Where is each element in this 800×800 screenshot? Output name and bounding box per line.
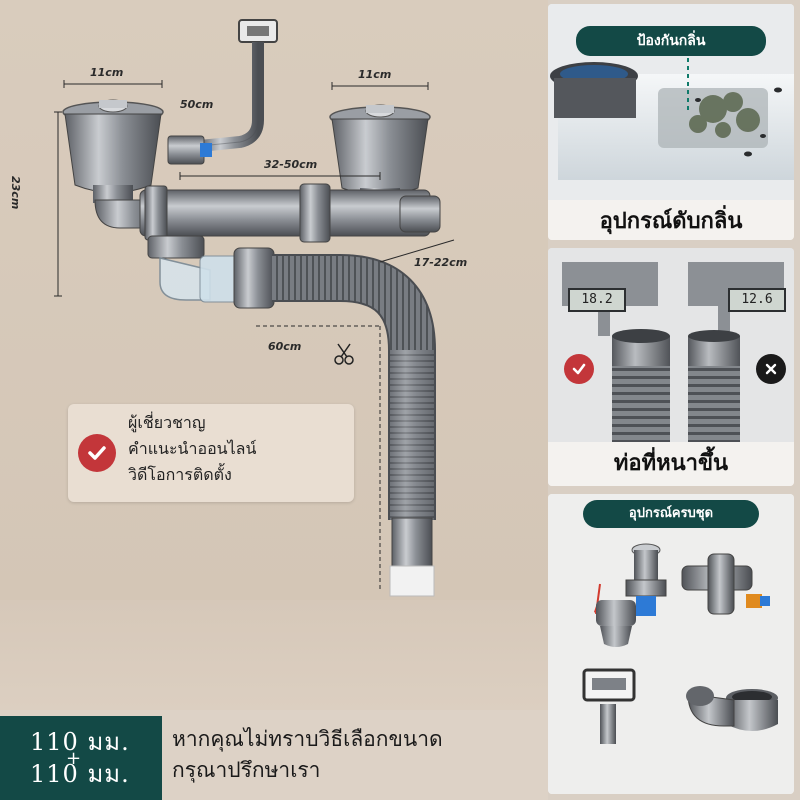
thicker-pipe-panel: 18.2 12.6 ท่อที่หนาขึ้น — [548, 248, 794, 486]
scissors-icon — [334, 343, 354, 365]
check-icon — [564, 354, 594, 384]
caliper-reading-good: 18.2 — [568, 288, 626, 312]
overflow-tube — [199, 42, 264, 152]
counter-surface — [0, 600, 548, 710]
dim-span: 32-50cm — [264, 158, 318, 171]
kit-overflow-plate — [582, 668, 636, 744]
product-scene: 11cm 11cm 50cm 23cm 32-50cm 17-22cm 60cm… — [0, 0, 548, 710]
kit-elbow-trap — [686, 686, 778, 731]
tip-line-install-video: วิดีโอการติดตั้ง — [128, 465, 232, 484]
odor-device-caption: อุปกรณ์ดับกลิ่น — [548, 200, 794, 240]
size-line-1: 110 มม. — [30, 728, 130, 756]
tip-line-online-advice: คำแนะนำออนไลน์ — [128, 439, 257, 458]
size-advice: หากคุณไม่ทราบวิธีเลือกขนาด กรุณาปรึกษาเร… — [172, 724, 443, 786]
tip-line-expert: ผู้เชี่ยวชาญ — [128, 413, 206, 432]
expert-tip-box: ผู้เชี่ยวชาญ คำแนะนำออนไลน์ วิดีโอการติด… — [68, 404, 354, 502]
kit-strainer-part — [594, 543, 667, 647]
cross-icon — [756, 354, 786, 384]
dim-height: 23cm — [9, 176, 22, 210]
dim-hose-length: 60cm — [268, 340, 302, 353]
check-icon — [78, 434, 116, 472]
advice-line-2: กรุณาปรึกษาเรา — [172, 758, 321, 782]
sink-drain-diagram — [54, 19, 455, 597]
dim-overflow-length: 50cm — [180, 98, 214, 111]
dim-depth: 17-22cm — [414, 256, 468, 269]
connecting-pipe — [139, 189, 431, 237]
dim-right-width: 11cm — [358, 68, 392, 81]
size-plus: + — [66, 748, 82, 769]
complete-kit-panel: อุปกรณ์ครบชุด — [548, 494, 794, 794]
hose-end-cap — [389, 565, 435, 597]
kit-tee-connector — [681, 553, 770, 615]
complete-kit-tag: อุปกรณ์ครบชุด — [583, 500, 759, 528]
caliper-comparison-illustration — [548, 248, 794, 444]
thicker-pipe-caption: ท่อที่หนาขึ้น — [548, 442, 794, 486]
odor-prevention-tag: ป้องกันกลิ่น — [576, 26, 766, 56]
size-line-2: 110 มม. — [30, 760, 130, 788]
dim-left-width: 11cm — [90, 66, 124, 79]
advice-line-1: หากคุณไม่ทราบวิธีเลือกขนาด — [172, 727, 443, 751]
caliper-reading-bad: 12.6 — [728, 288, 786, 312]
odor-prevention-panel: ป้องกันกลิ่น อุปกรณ์ดับกลิ่น — [548, 4, 794, 240]
size-badge: 110 มม. + 110 มม. — [0, 716, 162, 800]
kit-parts-illustration — [548, 494, 794, 794]
overflow-plate — [238, 19, 278, 43]
